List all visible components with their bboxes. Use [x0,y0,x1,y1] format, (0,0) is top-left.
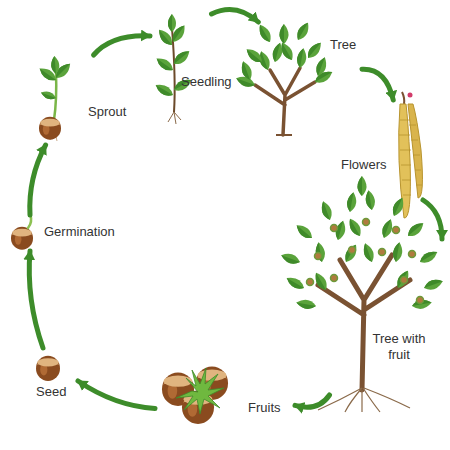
young-tree-art [235,20,335,135]
cycle-arrow [30,145,46,215]
stage-label: Seedling [181,74,232,90]
sprout-art [37,56,73,141]
cycle-arrow [94,36,150,55]
stage-node: Sprout [36,55,132,145]
stage-label: Sprout [88,104,126,120]
stage-label: Tree [330,37,356,53]
fruit-cluster-art [162,366,228,424]
cycle-arrow [78,381,155,409]
cycle-arrow [362,69,393,100]
stage-node: Germination [8,215,118,251]
stage-label: Tree with fruit [366,331,432,363]
stage-label: Flowers [341,157,387,173]
stage-node: Tree [240,22,362,140]
seedling-art [153,14,193,124]
germination-art [11,214,33,250]
fruiting-tree-art [280,176,445,412]
stage-node: Seed [28,348,78,403]
stage-node: Tree with fruit [292,200,442,395]
stage-label: Fruits [248,400,281,416]
stage-label: Germination [44,224,115,240]
cycle-arrow [212,10,259,23]
stage-node: Flowers [338,100,423,225]
cycle-arrow [295,395,330,407]
stage-label: Seed [36,384,66,400]
seed-art [36,356,60,381]
cycle-arrow [423,200,442,239]
cycle-arrow [29,251,43,348]
stage-node: Seedling [150,14,232,124]
stage-node: Fruits [155,362,295,424]
